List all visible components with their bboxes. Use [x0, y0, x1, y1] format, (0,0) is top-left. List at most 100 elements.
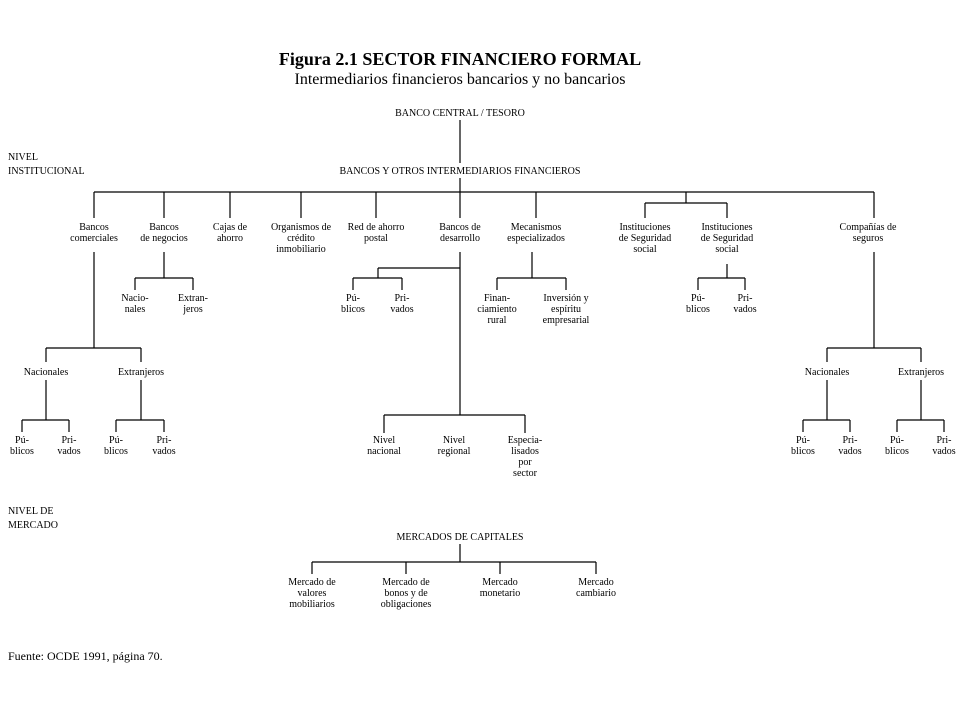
node-line: Mercado	[578, 577, 614, 588]
node-line: social	[715, 244, 739, 255]
node-line: rural	[488, 315, 507, 326]
connector-lines	[21, 120, 945, 574]
node-line: Instituciones	[701, 222, 752, 233]
node-line: regional	[438, 446, 471, 457]
node-line: Nivel	[443, 435, 465, 446]
node-line: vados	[390, 304, 413, 315]
node-com-ext-publicos: Pú-blicos	[104, 435, 128, 457]
node-line: Inversión y	[543, 293, 588, 304]
node-line: Cajas de	[213, 222, 248, 233]
node-line: vados	[152, 446, 175, 457]
node-line: Mercado de	[382, 577, 430, 588]
node-line: blicos	[341, 304, 365, 315]
node-cs-extranjeros: Extranjeros	[898, 367, 944, 378]
node-line: Especia-	[508, 435, 542, 446]
node-com-ext-privados: Pri-vados	[152, 435, 175, 457]
node-line: crédito	[287, 233, 315, 244]
node-line: Red de ahorro	[348, 222, 405, 233]
level-label-institucional: NIVEL INSTITUCIONAL	[8, 152, 85, 177]
source-note: Fuente: OCDE 1991, página 70.	[8, 649, 163, 663]
figure-title: Figura 2.1 SECTOR FINANCIERO FORMAL	[279, 49, 641, 69]
node-line: Compañías de	[840, 222, 897, 233]
node-line: blicos	[104, 446, 128, 457]
node-banco-central: BANCO CENTRAL / TESORO	[395, 108, 525, 119]
node-line: valores	[298, 588, 327, 599]
node-line: Bancos	[149, 222, 179, 233]
node-cs-ext-privados: Pri-vados	[932, 435, 955, 457]
node-line: obligaciones	[381, 599, 432, 610]
node-line: postal	[364, 233, 388, 244]
node-cs-ext-publicos: Pú-blicos	[885, 435, 909, 457]
node-line: Nacionales	[805, 367, 850, 378]
node-com-nac-publicos: Pú-blicos	[10, 435, 34, 457]
node-cs-nac-privados: Pri-vados	[838, 435, 861, 457]
node-line: Extranjeros	[118, 367, 164, 378]
node-bancos-otros: BANCOS Y OTROS INTERMEDIARIOS FINANCIERO…	[340, 166, 581, 177]
node-line: Pri-	[157, 435, 172, 446]
node-line: Nacionales	[24, 367, 69, 378]
node-line: Pri-	[62, 435, 77, 446]
node-line: Pú-	[691, 293, 705, 304]
node-line: de Seguridad	[701, 233, 754, 244]
node-line: sector	[513, 468, 538, 479]
node-line: bonos y de	[384, 588, 428, 599]
node-negocios-extranjeros: Extran-jeros	[178, 293, 208, 315]
node-line: Bancos	[79, 222, 109, 233]
node-red-publicos: Pú-blicos	[341, 293, 365, 315]
node-line: empresarial	[543, 315, 590, 326]
node-line: vados	[733, 304, 756, 315]
node-line: Pú-	[15, 435, 29, 446]
node-line: Pú-	[109, 435, 123, 446]
level-label-mercado: NIVEL DE MERCADO	[8, 506, 58, 531]
node-line: de negocios	[140, 233, 188, 244]
node-line: nales	[125, 304, 146, 315]
node-seg-publicos: Pú-blicos	[686, 293, 710, 315]
node-line: por	[518, 457, 532, 468]
node-cs-nacionales: Nacionales	[805, 367, 850, 378]
node-line: mobiliarios	[289, 599, 335, 610]
node-line: comerciales	[70, 233, 118, 244]
node-line: BANCO CENTRAL / TESORO	[395, 108, 525, 119]
node-line: blicos	[791, 446, 815, 457]
node-line: ciamiento	[477, 304, 516, 315]
node-line: monetario	[480, 588, 521, 599]
node-line: vados	[57, 446, 80, 457]
node-line: Pú-	[796, 435, 810, 446]
node-line: MERCADOS DE CAPITALES	[397, 532, 524, 543]
node-line: lisados	[511, 446, 539, 457]
node-mercados-capitales: MERCADOS DE CAPITALES	[397, 532, 524, 543]
node-line: inmobiliario	[276, 244, 325, 255]
node-line: blicos	[10, 446, 34, 457]
node-line: Pri-	[843, 435, 858, 446]
node-line: blicos	[885, 446, 909, 457]
node-line: BANCOS Y OTROS INTERMEDIARIOS FINANCIERO…	[340, 166, 581, 177]
node-cs-nac-publicos: Pú-blicos	[791, 435, 815, 457]
node-line: Pú-	[890, 435, 904, 446]
node-labels: BANCO CENTRAL / TESORO BANCOS Y OTROS INT…	[10, 108, 956, 610]
node-line: espíritu	[551, 304, 581, 315]
node-line: seguros	[853, 233, 884, 244]
level-mercado-line-2: MERCADO	[8, 520, 58, 531]
node-red-privados: Pri-vados	[390, 293, 413, 315]
node-line: Extran-	[178, 293, 208, 304]
node-line: Organismos de	[271, 222, 332, 233]
level-institucional-line-1: NIVEL	[8, 152, 38, 163]
node-com-nacionales: Nacionales	[24, 367, 69, 378]
node-line: Nacio-	[121, 293, 148, 304]
node-line: Mercado	[482, 577, 518, 588]
node-seg-privados: Pri-vados	[733, 293, 756, 315]
node-line: blicos	[686, 304, 710, 315]
